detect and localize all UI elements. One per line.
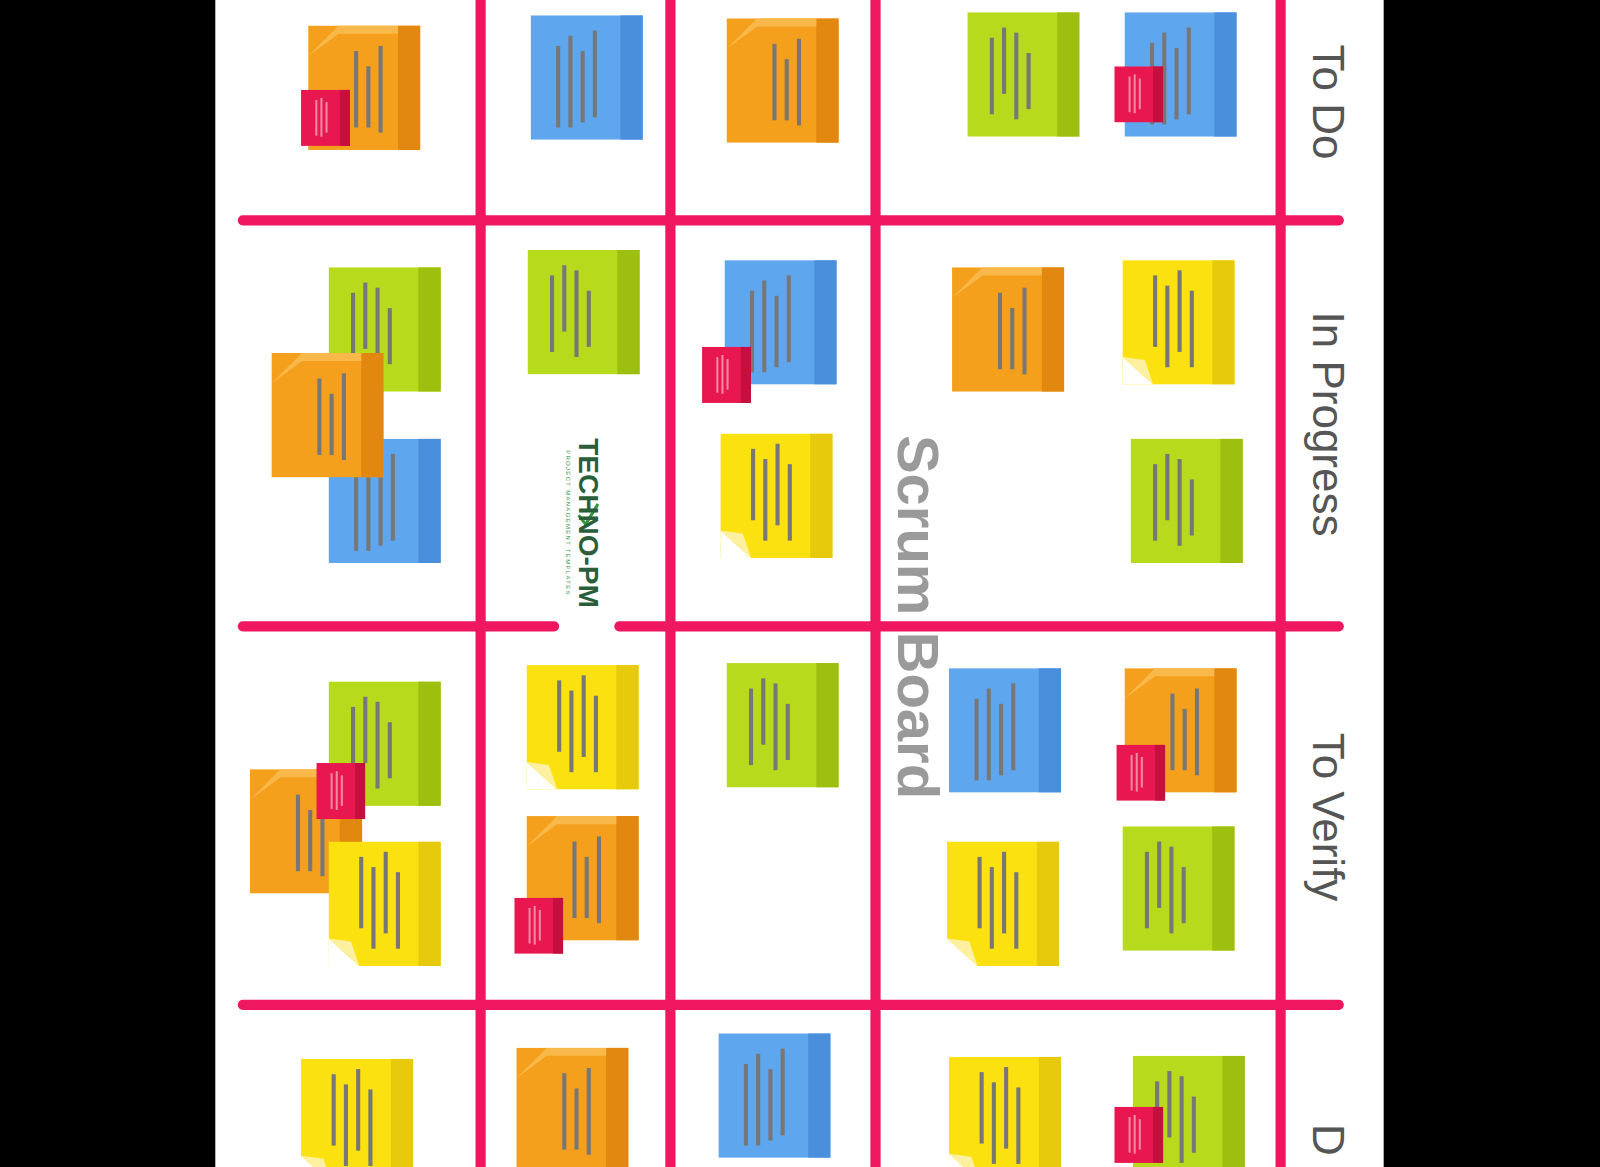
grid-lines: [243, 0, 1339, 1167]
logo-subtitle: PROJECT MANAGEMENT TEMPLATES: [565, 450, 571, 596]
sticky-notes: [250, 12, 1245, 1167]
column-header: In Progress: [1306, 312, 1350, 537]
column-header: D: [1306, 1124, 1350, 1156]
board-ground: [215, 0, 1383, 1167]
column-header: To Do: [1306, 45, 1350, 160]
board-title: Scrum Board: [889, 435, 947, 799]
logo-text: TECHNO-PM: [574, 438, 602, 608]
column-header: To Verify: [1306, 733, 1350, 902]
